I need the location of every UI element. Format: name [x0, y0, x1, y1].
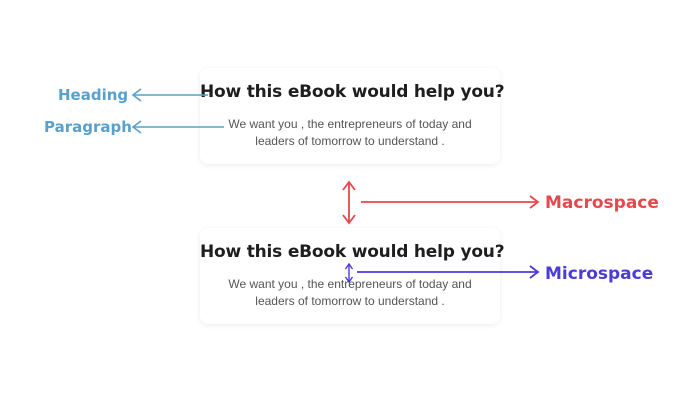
paragraph-line: leaders of tomorrow to understand . — [255, 294, 445, 308]
macrospace-label: Macrospace — [545, 193, 659, 213]
heading-label: Heading — [58, 86, 129, 104]
heading-pointer-arrow — [131, 88, 208, 102]
example-card-top: How this eBook would help you? We want y… — [200, 68, 505, 164]
card-heading: How this eBook would help you? — [200, 242, 505, 262]
card-heading: How this eBook would help you? — [200, 82, 505, 102]
card-paragraph: We want you , the entrepreneurs of today… — [200, 116, 500, 150]
paragraph-line: We want you , the entrepreneurs of today… — [228, 117, 472, 131]
paragraph-label: Paragraph — [44, 118, 132, 136]
microspace-label: Microspace — [545, 264, 654, 284]
macrospace-pointer-arrow — [361, 195, 540, 209]
macrospace-double-arrow — [342, 180, 356, 225]
card-paragraph: We want you , the entrepreneurs of today… — [200, 276, 500, 310]
paragraph-line: We want you , the entrepreneurs of today… — [228, 277, 472, 291]
example-card-bottom: How this eBook would help you? We want y… — [200, 228, 505, 324]
paragraph-line: leaders of tomorrow to understand . — [255, 134, 445, 148]
